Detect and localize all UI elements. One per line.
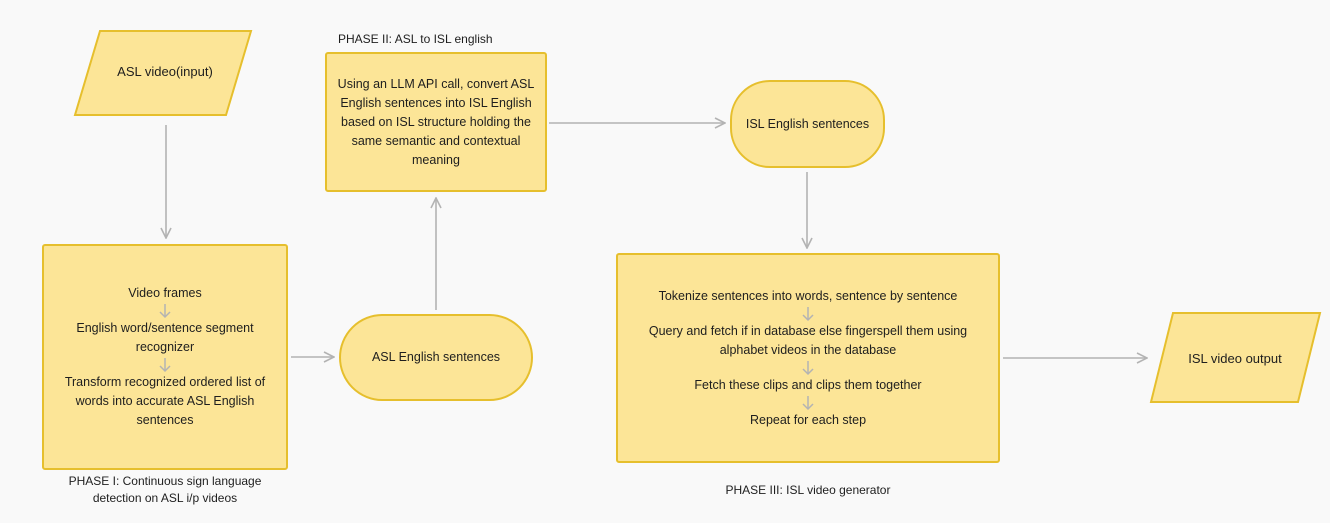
phase3-step-line: Tokenize sentences into words, sentence … [658, 288, 958, 303]
phase1-caption: PHASE I: Continuous sign language detecti… [42, 473, 288, 507]
phase3-step-line: alphabet videos in the database [719, 342, 897, 357]
phase3-steps: Tokenize sentences into words, sentence … [649, 287, 967, 430]
phase2-text-line: based on ISL structure holding the [341, 114, 531, 129]
phase1-step-line: English word/sentence segment [76, 321, 254, 335]
phase3-step-line: Repeat for each step [749, 412, 867, 427]
isl-english-sentences-node: ISL English sentences [730, 80, 885, 168]
input-label: ASL video(input) [117, 64, 213, 79]
output-parallelogram [1149, 312, 1322, 403]
phase1-step: Transform recognized ordered list of word… [65, 373, 265, 430]
phase2-text-line: meaning [412, 152, 460, 167]
asl-english-sentences-label: ASL English sentences [371, 350, 501, 364]
phase1-step: Video frames [65, 284, 265, 303]
phase3-step: Fetch these clips and clips them togethe… [649, 376, 967, 395]
phase3-step-line: Fetch these clips and clips them togethe… [694, 377, 922, 392]
output-label: ISL video output [1188, 351, 1282, 366]
phase3-step: Tokenize sentences into words, sentence … [649, 287, 967, 306]
phase1-caption-line: detection on ASL i/p videos [92, 491, 238, 505]
phase1-step: English word/sentence segment recognizer [65, 319, 265, 357]
phase2-text-line: Using an LLM API call, convert ASL [337, 76, 535, 91]
phase2-text-line: same semantic and contextual [351, 133, 521, 148]
asl-english-sentences-node: ASL English sentences [339, 314, 533, 401]
phase2-text: Using an LLM API call, convert ASL Englis… [338, 75, 535, 170]
step-arrow [802, 360, 814, 375]
step-arrow [159, 358, 171, 373]
phase3-step-line: Query and fetch if in database else fing… [648, 323, 968, 338]
phase3-step: Repeat for each step [649, 411, 967, 430]
step-arrow [802, 395, 814, 410]
phase2-text-line: English sentences into ISL English [340, 95, 532, 110]
phase3-box: Tokenize sentences into words, sentence … [616, 253, 1000, 463]
input-parallelogram [73, 30, 253, 116]
step-arrow [159, 304, 171, 319]
phase3-caption: PHASE III: ISL video generator [725, 483, 891, 497]
phase1-caption-line: PHASE I: Continuous sign language [68, 474, 262, 488]
step-arrow [802, 306, 814, 321]
phase1-step-line: words into accurate ASL English [75, 394, 255, 408]
phase2-caption: PHASE II: ASL to ISL english [338, 32, 493, 46]
phase2-box: Using an LLM API call, convert ASL Englis… [325, 52, 547, 192]
phase1-step-line: Transform recognized ordered list of [64, 375, 266, 389]
isl-english-sentences-label: ISL English sentences [745, 116, 870, 131]
phase1-step-line: sentences [136, 413, 194, 427]
phase1-step-line: recognizer [135, 340, 195, 354]
phase3-step: Query and fetch if in database else fing… [649, 322, 967, 360]
phase1-step-line: Video frames [128, 286, 202, 300]
